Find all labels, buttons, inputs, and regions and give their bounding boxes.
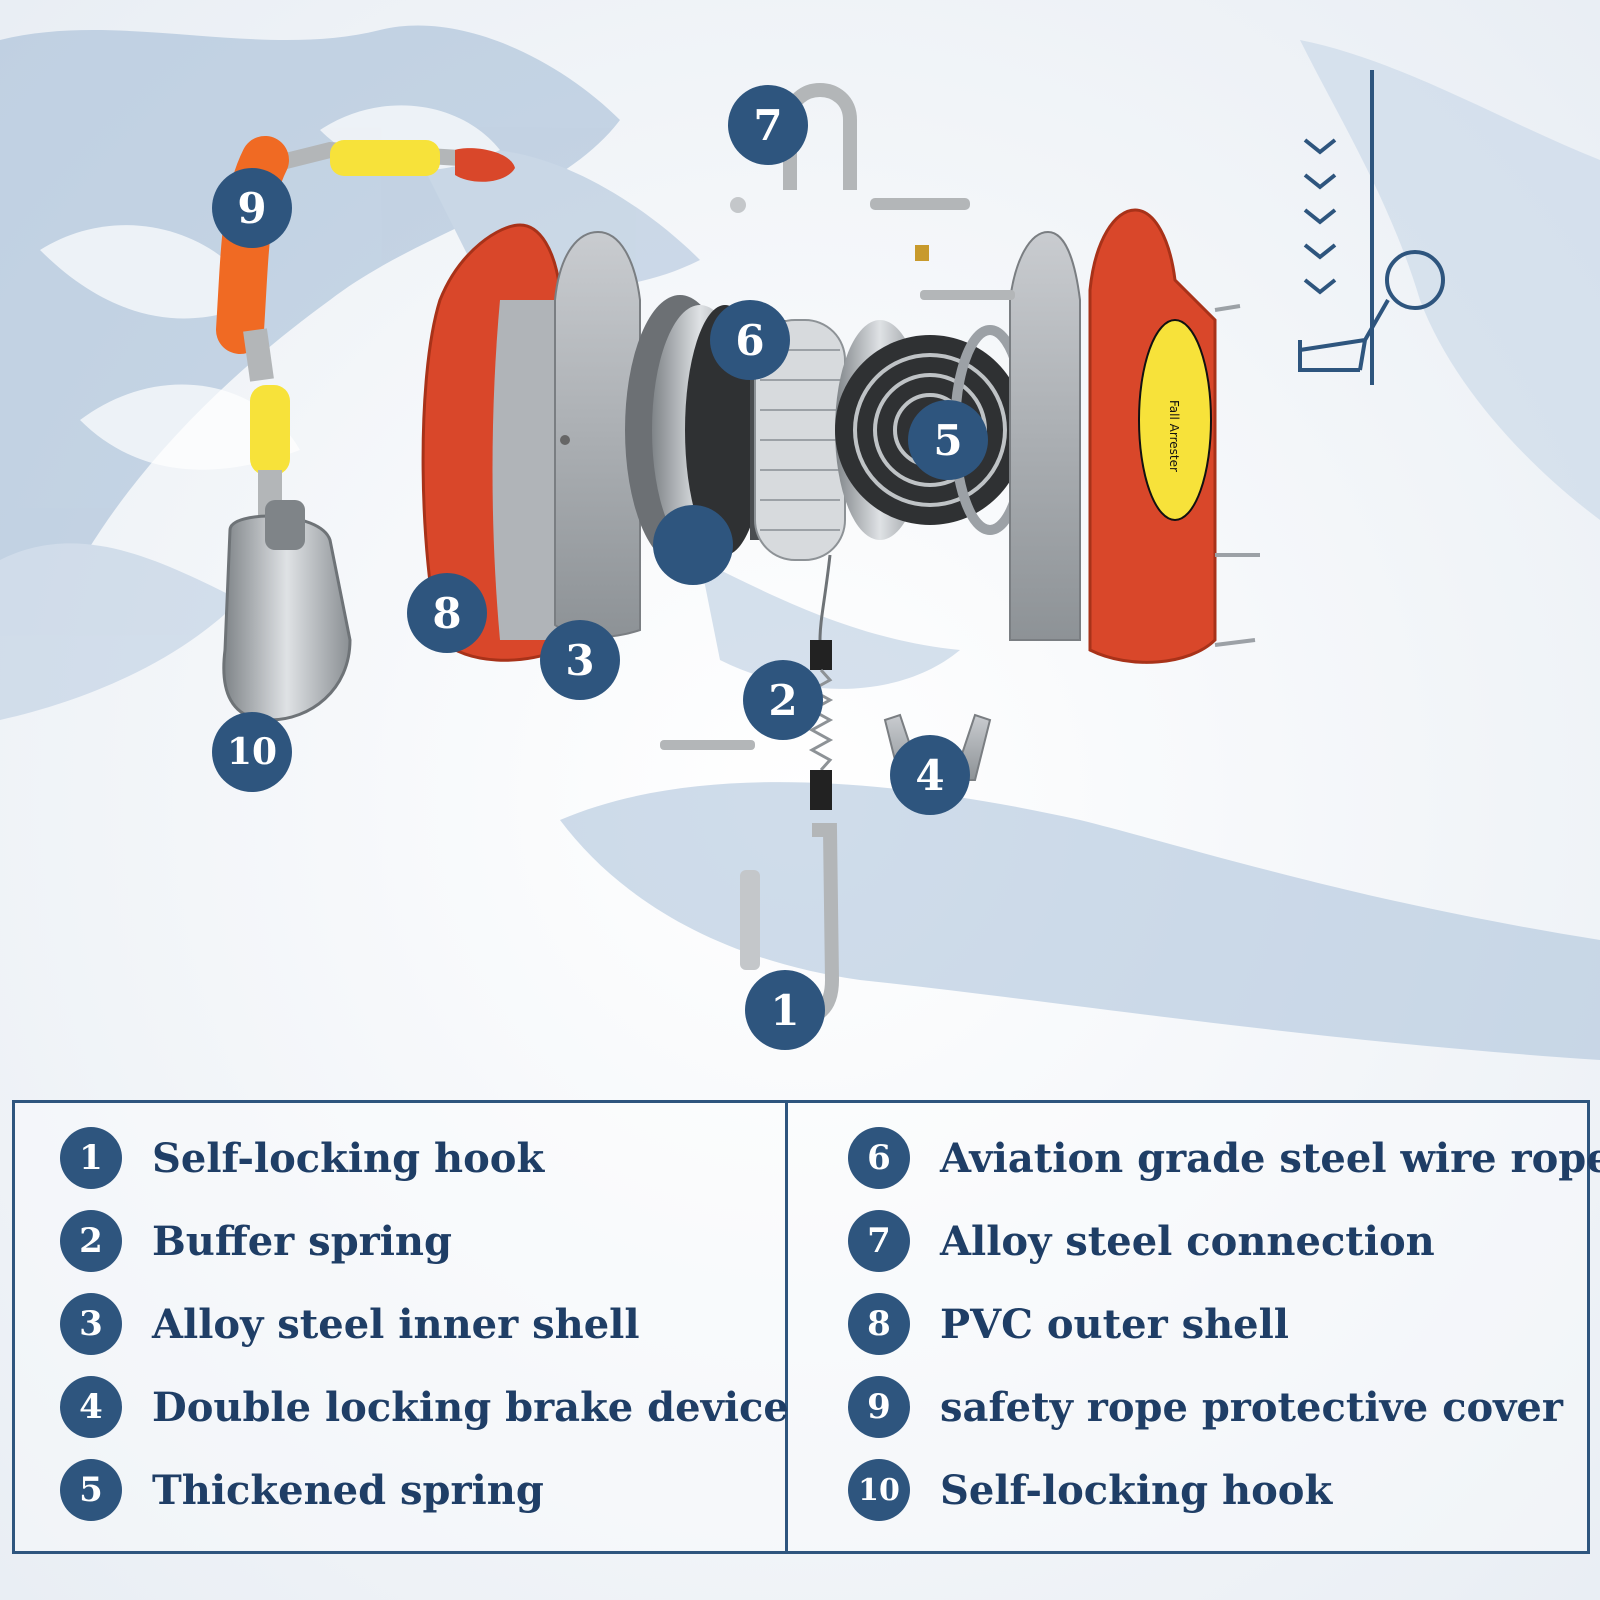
left-self-locking-hook <box>222 500 352 722</box>
legend-number: 1 <box>60 1127 122 1189</box>
badge-2: 2 <box>743 660 823 740</box>
legend-number: 5 <box>60 1459 122 1521</box>
legend-label: Alloy steel inner shell <box>152 1300 640 1348</box>
legend-item-10: 10 Self-locking hook <box>848 1455 1332 1525</box>
legend-number: 9 <box>848 1376 910 1438</box>
legend-item-7: 7 Alloy steel connection <box>848 1206 1435 1276</box>
legend-number: 10 <box>848 1459 910 1521</box>
legend-item-6: 6 Aviation grade steel wire rope <box>848 1123 1600 1193</box>
legend-item-2: 2 Buffer spring <box>60 1206 452 1276</box>
right-pvc-outer-shell: Fall Arrester <box>1088 208 1260 664</box>
legend-divider <box>785 1100 788 1554</box>
badge-3: 3 <box>540 620 620 700</box>
legend-label: safety rope protective cover <box>940 1383 1563 1431</box>
wire-rope-drum <box>754 319 846 641</box>
device-label-text: Fall Arrester <box>1167 400 1181 472</box>
badge-6: 6 <box>710 300 790 380</box>
right-alloy-inner-shell <box>1009 230 1081 641</box>
legend-label: Aviation grade steel wire rope <box>940 1134 1600 1182</box>
legend-number: 2 <box>60 1210 122 1272</box>
legend-label: Buffer spring <box>152 1217 452 1265</box>
legend-number: 8 <box>848 1293 910 1355</box>
legend-number: 3 <box>60 1293 122 1355</box>
legend-item-3: 3 Alloy steel inner shell <box>60 1289 640 1359</box>
legend-box <box>12 1100 1590 1554</box>
fall-arrest-worker-icon <box>1298 70 1445 385</box>
left-pvc-outer-shell <box>421 223 562 662</box>
legend-number: 4 <box>60 1376 122 1438</box>
legend-item-8: 8 PVC outer shell <box>848 1289 1289 1359</box>
legend-number: 6 <box>848 1127 910 1189</box>
legend-item-9: 9 safety rope protective cover <box>848 1372 1563 1442</box>
legend-item-5: 5 Thickened spring <box>60 1455 544 1525</box>
badge-10: 10 <box>212 712 292 792</box>
badge-1: 1 <box>745 970 825 1050</box>
legend-item-1: 1 Self-locking hook <box>60 1123 544 1193</box>
badge-9: 9 <box>212 168 292 248</box>
badge-7: 7 <box>728 85 808 165</box>
legend-label: PVC outer shell <box>940 1300 1290 1348</box>
legend-item-4: 4 Double locking brake device <box>60 1372 789 1442</box>
legend-label: Self-locking hook <box>152 1134 545 1182</box>
legend-label: Alloy steel connection <box>940 1217 1435 1265</box>
legend-label: Thickened spring <box>152 1466 544 1514</box>
badge-8: 8 <box>407 573 487 653</box>
badge-unnumbered <box>653 505 733 585</box>
legend-label: Double locking brake device <box>152 1383 789 1431</box>
badge-4: 4 <box>890 735 970 815</box>
legend-number: 7 <box>848 1210 910 1272</box>
badge-5: 5 <box>908 400 988 480</box>
legend-label: Self-locking hook <box>940 1466 1333 1514</box>
